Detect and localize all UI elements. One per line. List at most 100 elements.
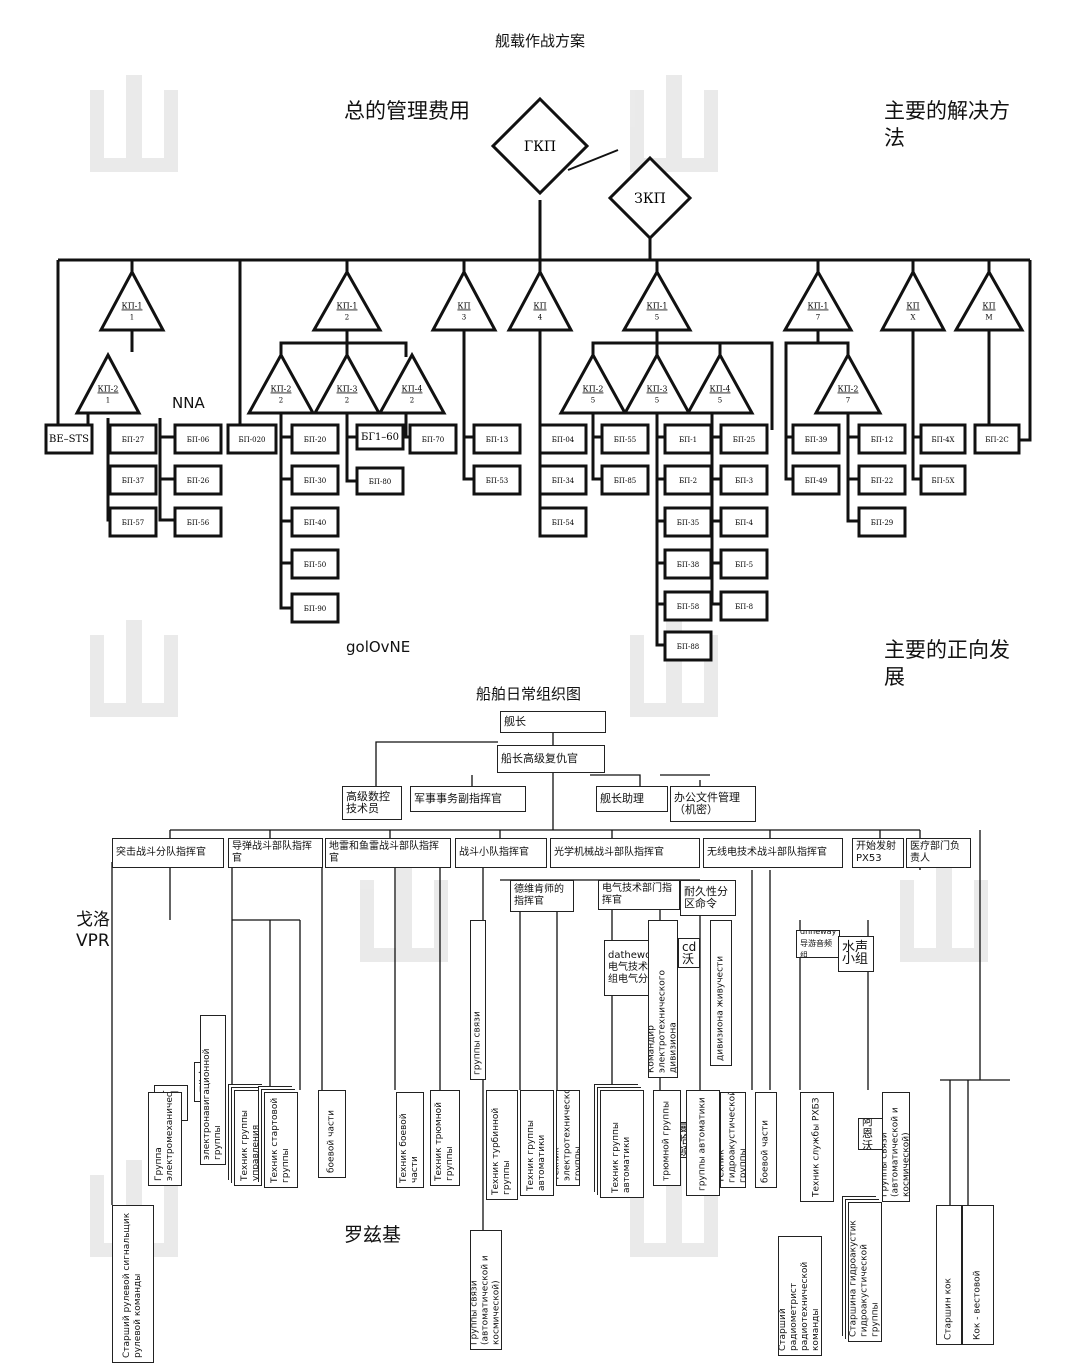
- combat-post-box: БП-2С: [973, 423, 1021, 455]
- connector-line: [279, 330, 349, 357]
- triangle-shape: [621, 268, 693, 332]
- connector-line: [911, 330, 922, 481]
- combat-post-box: БП-53: [472, 464, 522, 496]
- org-box-role: Техник стартовой группы: [264, 1092, 298, 1188]
- command-post-label: КП: [982, 302, 995, 311]
- org-box-department: 突击战斗分队指挥官: [112, 838, 224, 868]
- watermark-trident-icon: [90, 620, 178, 717]
- org-chart-title: 船舶日常组织图: [476, 685, 582, 703]
- connector-line: [784, 330, 820, 481]
- combat-post-box: БП-22: [857, 464, 907, 496]
- combat-post-label: БП-30: [304, 477, 327, 485]
- combat-post-box: БП-54: [538, 506, 588, 538]
- command-post-label: КП-2: [583, 385, 604, 394]
- box-shape: [290, 506, 340, 538]
- combat-post-box: БП-38: [663, 548, 713, 580]
- combat-post-label: БП-88: [677, 643, 700, 651]
- label-vpr-line1: 戈洛: [76, 910, 110, 930]
- box-shape: [108, 506, 158, 538]
- connector-line: [590, 774, 641, 790]
- org-box-role: Старшин кок: [936, 1205, 962, 1345]
- org-box-department: 导弹战斗部队指挥官: [228, 838, 323, 868]
- combat-post-box: БП-37: [108, 464, 158, 496]
- combat-post-label: БП-38: [677, 561, 700, 569]
- combat-post-label: БП-1: [679, 436, 697, 444]
- org-box-role: Группа электромеханической: [148, 1092, 182, 1186]
- combat-post-label: БП-2: [679, 477, 697, 485]
- box-shape: [663, 464, 713, 496]
- label-main-solution-line2: 法: [884, 126, 905, 150]
- command-post-kpx: КПХ: [879, 268, 947, 332]
- combat-post-box: БП-8: [719, 590, 769, 622]
- combat-post-label: БП-20: [304, 436, 327, 444]
- command-post-sub: 2: [345, 314, 349, 322]
- combat-post-label: БП-2С: [985, 436, 1008, 444]
- watermark-trident-icon: [360, 865, 448, 962]
- combat-post-box: БП-49: [791, 464, 841, 496]
- box-shape: [857, 464, 907, 496]
- triangle-shape: [506, 268, 574, 332]
- org-box-role: Техник группы автоматики: [600, 1090, 644, 1198]
- combat-post-box: БП-25: [719, 423, 769, 455]
- command-post-sub: 5: [655, 397, 659, 405]
- connector-line: [818, 341, 850, 357]
- combat-post-label: БП-39: [805, 436, 828, 444]
- combat-post-box: БП-90: [290, 592, 340, 624]
- combat-post-box: БП-57: [108, 506, 158, 538]
- box-shape: [44, 423, 94, 455]
- box-shape: [719, 506, 769, 538]
- label-nna: NNA: [172, 394, 205, 412]
- box-shape: [719, 464, 769, 496]
- combat-post-label: БП-13: [486, 436, 509, 444]
- org-box-group: dhheway导游音频组: [796, 930, 840, 958]
- combat-post-label: БП-34: [552, 477, 575, 485]
- combat-post-box: БП-50: [290, 548, 340, 580]
- command-post-label: КП: [457, 302, 470, 311]
- box-shape: [538, 423, 588, 455]
- box-shape: [108, 464, 158, 496]
- command-post-label: КП-1: [337, 302, 358, 311]
- connector-line: [846, 413, 860, 523]
- combat-post-label: БГ1–60: [361, 432, 399, 443]
- combat-post-label: БП-25: [733, 436, 756, 444]
- combat-post-box: БП-88: [663, 630, 713, 662]
- command-post-label: КП: [533, 302, 546, 311]
- triangle-shape: [953, 268, 1025, 332]
- org-box-department: 地雷和鱼雷战斗部队指挥官: [325, 838, 451, 868]
- command-post-kp4: КП4: [506, 268, 574, 332]
- triangle-shape: [430, 268, 498, 332]
- combat-post-box: BE–STS: [44, 423, 94, 455]
- command-post-label: КП-1: [808, 302, 829, 311]
- combat-post-label: БП-04: [552, 436, 575, 444]
- org-box-department: 光学机械战斗部队指挥官: [550, 838, 700, 868]
- label-main-forward-line2: 展: [884, 665, 905, 689]
- org-box-role: Техник боевой части: [396, 1092, 424, 1188]
- combat-post-label: БП-4Х: [931, 436, 954, 444]
- box-shape: [290, 592, 340, 624]
- command-post-kp4-2: КП-42: [377, 351, 447, 415]
- combat-post-box: БП-020: [226, 423, 278, 455]
- connector-line: [158, 418, 176, 522]
- box-shape: [290, 423, 340, 455]
- org-box-role: Старшина гидроакустик гидроакустической …: [848, 1202, 882, 1342]
- command-post-kp1-2: КП-1 2: [311, 268, 383, 332]
- org-box-role: Кок - вестовой: [962, 1205, 994, 1345]
- connector-line: [347, 341, 408, 357]
- connector-line: [1004, 260, 1032, 442]
- command-post-sub: М: [985, 314, 992, 322]
- box-shape: [919, 464, 967, 496]
- command-post-sub: 1: [130, 314, 134, 322]
- triangle-shape: [782, 268, 854, 332]
- command-post-zkp: ЗКП: [607, 155, 693, 241]
- box-shape: [719, 423, 769, 455]
- org-box-department: 开始发射PX53: [852, 838, 904, 868]
- org-box-deputy: 舰长助理: [596, 786, 668, 812]
- label-main-forward-line1: 主要的正向发: [884, 638, 1010, 662]
- watermark-trident-icon: [630, 620, 718, 717]
- box-shape: [600, 423, 650, 455]
- combat-post-label: БП-50: [304, 561, 327, 569]
- org-box-role: Старший радиометрист радиотехнической ко…: [778, 1236, 822, 1356]
- watermark-trident-icon: [630, 75, 718, 172]
- command-post-kp2-5: КП-25: [558, 351, 628, 415]
- combat-post-box: БП-80: [355, 466, 405, 496]
